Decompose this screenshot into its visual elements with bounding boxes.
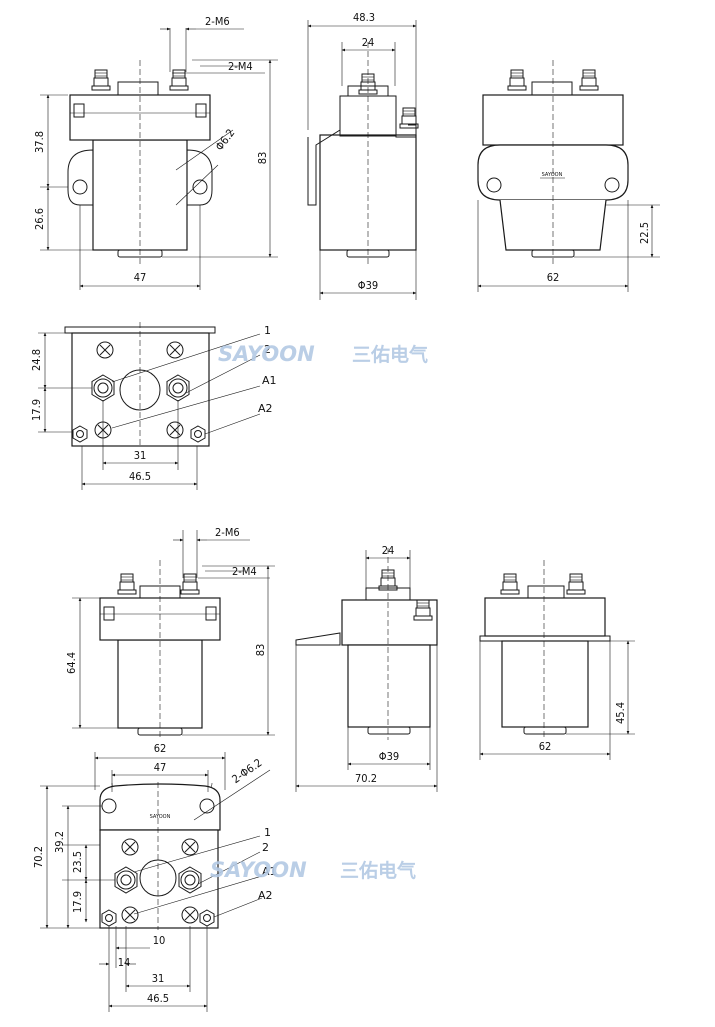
bottom-plan-label-a2: A2 — [258, 889, 273, 902]
top-plan-row-lower: 17.9 — [30, 399, 43, 421]
watermark-brand-top: SAYOON — [218, 342, 315, 366]
top-front-thread-small: 2-M4 — [228, 60, 253, 73]
watermark-cn-bottom: 三佑电气 — [340, 859, 416, 882]
bottom-plan-hole: 2-Φ6.2 — [230, 756, 265, 786]
top-plan-label-1: 1 — [264, 324, 271, 337]
bottom-side-total-length: 70.2 — [355, 772, 377, 785]
bottom-front-body-height: 64.4 — [65, 652, 78, 674]
top-front-total-height: 83 — [256, 152, 269, 165]
top-plan-term-pitch: 31 — [134, 449, 147, 462]
top-rear-width: 62 — [547, 271, 560, 284]
bottom-rear-view: 45.4 62 — [479, 560, 635, 760]
bottom-front-thread-small: 2-M4 — [232, 565, 257, 578]
top-front-height-upper: 37.8 — [33, 131, 46, 153]
bottom-plan-label-2: 2 — [262, 841, 269, 854]
bottom-plan-bracket-width: 47 — [154, 761, 167, 774]
bottom-front-total-height: 83 — [254, 644, 267, 657]
top-rear-view: SAYOON 22.5 62 — [477, 60, 660, 292]
bottom-plan-term-pitch: 31 — [152, 972, 165, 985]
bottom-plan-label-a1: A1 — [262, 865, 277, 878]
top-plan-row-upper: 24.8 — [30, 349, 43, 371]
top-side-view: 48.3 24 Φ39 — [307, 11, 419, 300]
bottom-plan-label-1: 1 — [264, 826, 271, 839]
top-side-terminal-pitch: 24 — [362, 36, 375, 49]
top-rear-logo: SAYOON — [542, 172, 563, 178]
top-plan-label-a2: A2 — [258, 402, 273, 415]
bottom-rear-coil-height: 45.4 — [614, 702, 627, 724]
bottom-plan-mid: 39.2 — [53, 831, 66, 853]
bottom-side-coil-diameter: Φ39 — [379, 750, 399, 763]
bottom-plan-base-width: 46.5 — [147, 992, 169, 1005]
bottom-side-view: 24 Φ39 70.2 — [295, 544, 438, 792]
bottom-plan-total: 70.2 — [32, 846, 45, 868]
top-front-height-lower: 26.6 — [33, 208, 46, 230]
bottom-plan-view: SAYOON 47 2-Φ6.2 70.2 39.2 23.5 17.9 — [32, 752, 416, 1012]
top-front-width: 47 — [134, 271, 147, 284]
top-front-hole: Φ6.2 — [213, 127, 238, 154]
top-front-view: 2-M6 2-M4 37.8 26.6 83 Φ6.2 47 — [33, 15, 278, 290]
bottom-plan-logo: SAYOON — [150, 814, 171, 820]
bottom-front-thread-large: 2-M6 — [215, 526, 240, 539]
bottom-plan-lower: 17.9 — [71, 891, 84, 913]
top-side-width-total: 48.3 — [353, 11, 375, 24]
bottom-plan-small-offset: 14 — [118, 956, 131, 969]
bottom-side-terminal-pitch: 24 — [382, 544, 395, 557]
bottom-plan-upper: 23.5 — [71, 851, 84, 873]
top-front-thread-large: 2-M6 — [205, 15, 230, 28]
bottom-rear-width: 62 — [539, 740, 552, 753]
bottom-plan-term-offset: 10 — [153, 934, 166, 947]
watermark-brand-bottom: SAYOON — [210, 858, 307, 882]
top-side-coil-diameter: Φ39 — [358, 279, 378, 292]
top-plan-base-width: 46.5 — [129, 470, 151, 483]
top-plan-label-a1: A1 — [262, 374, 277, 387]
top-plan-label-2: 2 — [264, 343, 271, 356]
top-plan-view: 24.8 17.9 31 46.5 1 2 A1 A2 SAYOON 三佑电气 — [30, 322, 428, 490]
bottom-front-view: 2-M6 2-M4 64.4 83 62 — [65, 526, 275, 755]
watermark-cn-top: 三佑电气 — [352, 343, 428, 366]
bottom-front-width: 62 — [154, 742, 167, 755]
top-rear-coil-height: 22.5 — [638, 222, 651, 244]
